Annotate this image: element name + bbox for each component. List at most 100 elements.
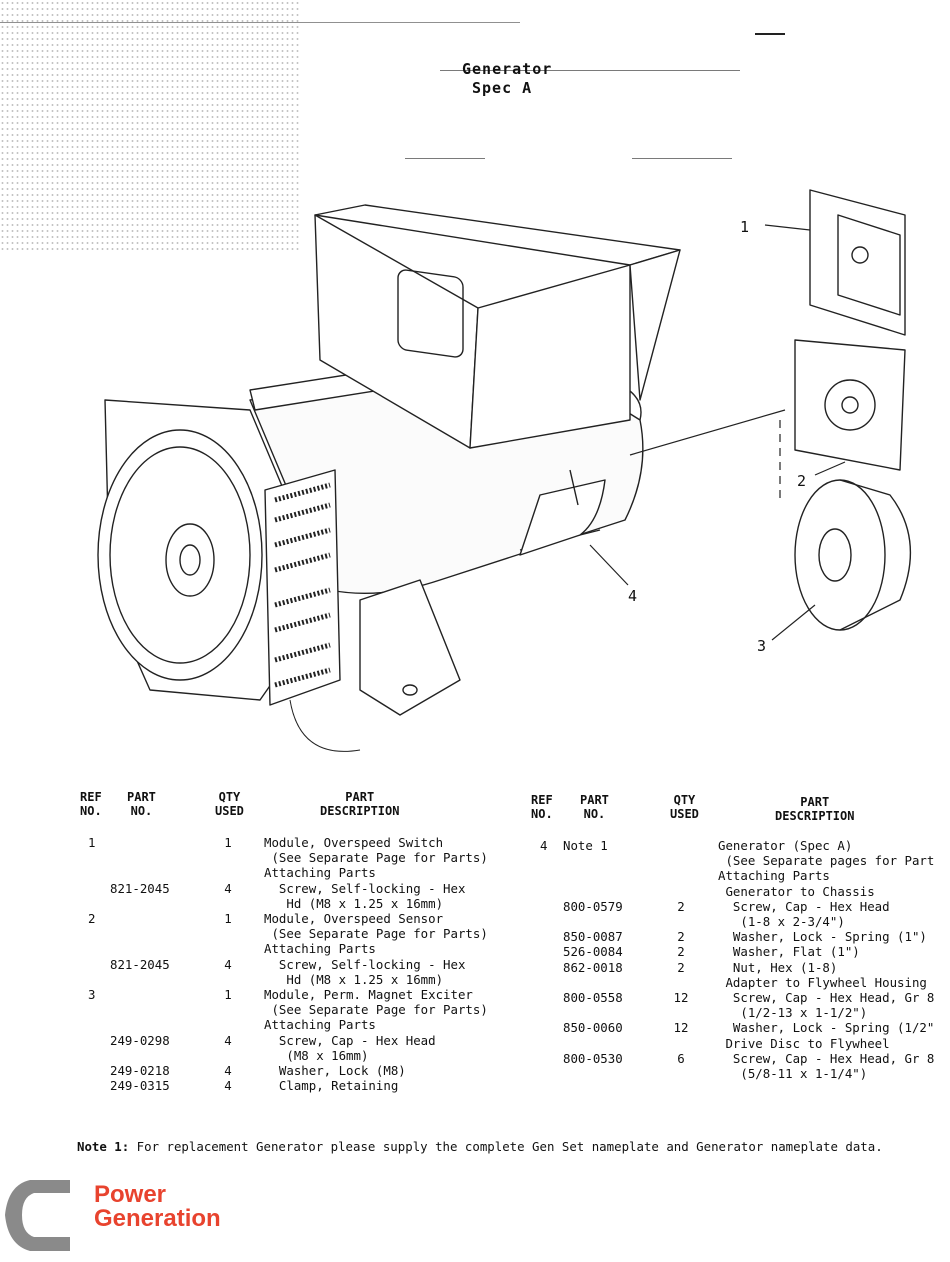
scan-noise	[0, 0, 300, 250]
cummins-emblem-icon	[5, 1180, 70, 1251]
cell-part: 800-0579	[563, 898, 623, 914]
cell-qty: 6	[677, 1050, 685, 1066]
title-line-2: Spec A	[472, 79, 533, 97]
scan-rule	[755, 33, 785, 35]
cell-qty: 4	[224, 1078, 232, 1094]
cell-qty: 2	[677, 944, 685, 960]
callout-4: 4	[628, 587, 637, 605]
drive-disc-exciter	[794, 479, 912, 631]
cell-desc: Screw, Self-locking - Hex	[264, 956, 466, 972]
scan-rule	[440, 70, 740, 71]
cell-desc: (See Separate Page for Parts)	[264, 850, 488, 866]
cell-desc: Adapter to Flywheel Housing	[718, 974, 927, 990]
cell-qty: 2	[677, 929, 685, 945]
overspeed-switch-module	[809, 189, 906, 336]
cell-desc: Module, Overspeed Sensor	[264, 911, 444, 926]
cell-desc: Module, Overspeed Switch	[264, 835, 444, 850]
callout-1: 1	[740, 218, 749, 236]
cell-qty: 4	[224, 1032, 232, 1048]
cell-desc: Attaching Parts	[718, 868, 830, 884]
cell-desc: (5/8-11 x 1-1/4")	[718, 1066, 868, 1081]
cell-part: 800-0530	[563, 1050, 623, 1066]
cell-desc: Hd (M8 x 1.25 x 16mm)	[264, 895, 444, 911]
cell-desc: Washer, Lock - Spring (1/2"	[718, 1020, 935, 1036]
terminal-box	[314, 204, 681, 449]
cell-desc: Screw, Self-locking - Hex	[264, 880, 466, 896]
cell-desc: Nut, Hex (1-8)	[718, 959, 838, 975]
cell-desc: Screw, Cap - Hex Head, Gr 8	[718, 1050, 935, 1066]
callout-3: 3	[757, 637, 766, 655]
cell-desc: (1/2-13 x 1-1/2")	[718, 1005, 868, 1021]
cell-desc: Washer, Lock (M8)	[264, 1063, 406, 1078]
replacement-note: Note 1: For replacement Generator please…	[77, 1139, 883, 1154]
cell-qty: 2	[677, 898, 685, 914]
logo-power: Power	[94, 1181, 167, 1208]
cell-desc: Generator (Spec A)	[718, 838, 853, 853]
cell-desc: Generator to Chassis	[718, 883, 875, 899]
cell-desc: Clamp, Retaining	[264, 1078, 399, 1094]
cell-qty: 12	[673, 990, 689, 1005]
cell-part: 526-0084	[563, 944, 623, 960]
cell-part: 862-0018	[563, 959, 623, 975]
cell-qty: 4	[224, 1063, 232, 1078]
cell-desc: Washer, Flat (1")	[718, 944, 860, 960]
scan-rule	[0, 22, 520, 23]
mounting-foot	[359, 579, 461, 716]
cummins-power-generation-logo: Power Generation	[0, 1175, 260, 1255]
cell-desc: (See Separate Page for Parts)	[264, 1002, 488, 1018]
cell-ref: 2	[88, 911, 96, 926]
overspeed-sensor-module	[794, 339, 906, 471]
cell-desc: Drive Disc to Flywheel	[718, 1035, 890, 1051]
cell-desc: Washer, Lock - Spring (1")	[718, 929, 927, 945]
cell-qty: 2	[677, 959, 685, 975]
cell-qty: 1	[224, 987, 232, 1002]
cell-desc: Screw, Cap - Hex Head	[718, 898, 890, 914]
cell-qty: 1	[224, 911, 232, 926]
cell-part: Note 1	[563, 838, 608, 853]
cell-part: 249-0218	[110, 1063, 170, 1078]
cell-desc: Module, Perm. Magnet Exciter	[264, 987, 473, 1002]
title-line-1: Generator	[462, 60, 553, 78]
cell-desc: Screw, Cap - Hex Head, Gr 8	[718, 990, 935, 1005]
cell-part: 850-0060	[563, 1020, 623, 1036]
cell-qty: 4	[224, 956, 232, 972]
cell-desc: Attaching Parts	[264, 1017, 376, 1033]
cell-desc: Hd (M8 x 1.25 x 16mm)	[264, 971, 444, 987]
cell-ref: 1	[88, 835, 96, 850]
cell-desc: Attaching Parts	[264, 865, 376, 881]
cell-qty: 12	[673, 1020, 689, 1036]
cell-part: 249-0298	[110, 1032, 170, 1048]
cell-part: 821-2045	[110, 880, 170, 896]
cell-desc: (See Separate pages for Part	[718, 853, 935, 869]
page-title: Generator Spec A	[462, 60, 552, 98]
louver-grille	[264, 469, 341, 706]
callout-2: 2	[797, 472, 806, 490]
scan-rule	[405, 158, 485, 159]
cell-ref: 4	[540, 838, 548, 853]
cell-desc: Screw, Cap - Hex Head	[264, 1032, 436, 1048]
cell-part: 850-0087	[563, 929, 623, 945]
generator-exploded-drawing: 1 2 3 4	[97, 189, 912, 752]
cell-desc: (M8 x 16mm)	[264, 1047, 369, 1063]
note-text: For replacement Generator please supply …	[129, 1139, 883, 1154]
exciter-cover-module	[519, 469, 606, 556]
cell-desc: Attaching Parts	[264, 941, 376, 957]
note-label: Note 1:	[77, 1139, 130, 1154]
cell-desc: (1-8 x 2-3/4")	[718, 914, 845, 929]
cell-part: 249-0315	[110, 1078, 170, 1094]
cell-ref: 3	[88, 987, 96, 1002]
cell-desc: (See Separate Page for Parts)	[264, 926, 488, 942]
logo-generation: Generation	[94, 1205, 221, 1232]
scan-rule	[632, 158, 732, 159]
cell-part: 821-2045	[110, 956, 170, 972]
cell-qty: 1	[224, 835, 232, 850]
cell-part: 800-0558	[563, 990, 623, 1005]
